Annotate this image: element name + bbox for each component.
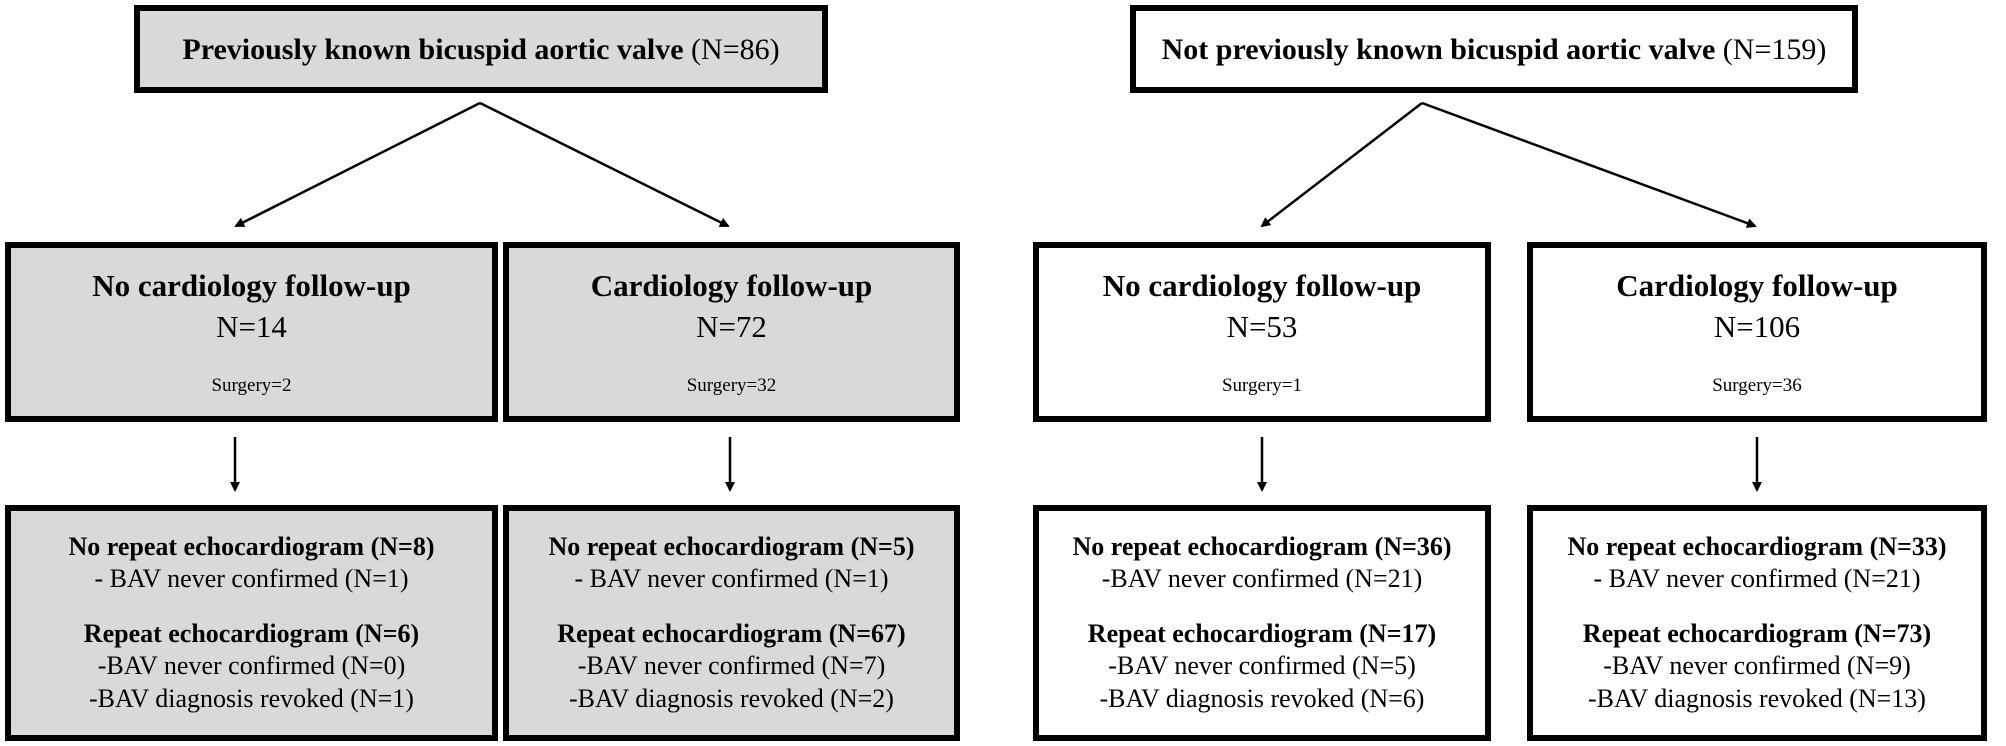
repeat-echo-label: Repeat echocardiogram (N=73) — [1582, 618, 1932, 648]
no-repeat-echo-label: No repeat echocardiogram (N=5) — [548, 531, 915, 561]
header-count: (N=159) — [1715, 32, 1827, 66]
branch-title: No cardiology follow-up — [1102, 268, 1422, 304]
arrow-g1-right — [479, 101, 730, 228]
branch-title: Cardiology follow-up — [1616, 268, 1898, 304]
header-label: Previously known bicuspid aortic valve — [182, 32, 684, 66]
branch-count: N=14 — [216, 309, 287, 345]
echo-box-g2-followup: No repeat echocardiogram (N=33) - BAV ne… — [1527, 505, 1987, 741]
repeat-detail: -BAV diagnosis revoked (N=6) — [1099, 683, 1425, 713]
repeat-echo-label: Repeat echocardiogram (N=67) — [557, 618, 906, 648]
echo-box-g1-followup: No repeat echocardiogram (N=5) - BAV nev… — [503, 505, 960, 741]
repeat-detail: -BAV diagnosis revoked (N=13) — [1588, 683, 1926, 713]
echo-box-g1-no-followup: No repeat echocardiogram (N=8) - BAV nev… — [5, 505, 498, 741]
surgery-count: Surgery=1 — [1221, 374, 1303, 396]
repeat-detail: -BAV never confirmed (N=9) — [1603, 651, 1911, 681]
repeat-detail: -BAV diagnosis revoked (N=2) — [569, 683, 894, 713]
no-repeat-detail: - BAV never confirmed (N=1) — [574, 564, 889, 594]
repeat-detail: -BAV never confirmed (N=0) — [97, 651, 406, 681]
no-repeat-echo-label: No repeat echocardiogram (N=33) — [1567, 531, 1947, 561]
surgery-count: Surgery=32 — [686, 374, 777, 396]
no-repeat-detail: -BAV never confirmed (N=21) — [1101, 564, 1423, 594]
branch-count: N=53 — [1226, 309, 1298, 345]
surgery-count: Surgery=36 — [1712, 374, 1802, 396]
header-label: Not previously known bicuspid aortic val… — [1161, 32, 1716, 66]
branch-box-g2-no-followup: No cardiology follow-up N=53 Surgery=1 — [1033, 242, 1491, 422]
branch-count: N=72 — [696, 309, 767, 345]
branch-box-g1-followup: Cardiology follow-up N=72 Surgery=32 — [503, 242, 960, 422]
repeat-detail: -BAV diagnosis revoked (N=1) — [89, 683, 414, 713]
branch-title: Cardiology follow-up — [590, 268, 873, 304]
repeat-echo-label: Repeat echocardiogram (N=17) — [1087, 618, 1437, 648]
no-repeat-echo-label: No repeat echocardiogram (N=8) — [68, 531, 435, 561]
group-header-not-previously-known: Not previously known bicuspid aortic val… — [1130, 5, 1858, 93]
branch-count: N=106 — [1713, 309, 1801, 345]
echo-box-g2-no-followup: No repeat echocardiogram (N=36) -BAV nev… — [1033, 505, 1491, 741]
branch-title: No cardiology follow-up — [92, 268, 411, 304]
no-repeat-echo-label: No repeat echocardiogram (N=36) — [1072, 531, 1452, 561]
group-header-previously-known: Previously known bicuspid aortic valve (… — [134, 5, 828, 93]
arrow-g2-right — [1421, 101, 1757, 228]
repeat-echo-label: Repeat echocardiogram (N=6) — [83, 618, 420, 648]
repeat-detail: -BAV never confirmed (N=5) — [1108, 651, 1416, 681]
surgery-count: Surgery=2 — [211, 374, 292, 396]
no-repeat-detail: - BAV never confirmed (N=21) — [1593, 564, 1921, 594]
repeat-detail: -BAV never confirmed (N=7) — [577, 651, 886, 681]
branch-box-g2-followup: Cardiology follow-up N=106 Surgery=36 — [1527, 242, 1987, 422]
no-repeat-detail: - BAV never confirmed (N=1) — [94, 564, 409, 594]
arrow-g2-left — [1260, 102, 1423, 228]
header-count: (N=86) — [683, 32, 780, 66]
branch-box-g1-no-followup: No cardiology follow-up N=14 Surgery=2 — [5, 242, 498, 422]
arrow-g1-left — [234, 101, 481, 228]
